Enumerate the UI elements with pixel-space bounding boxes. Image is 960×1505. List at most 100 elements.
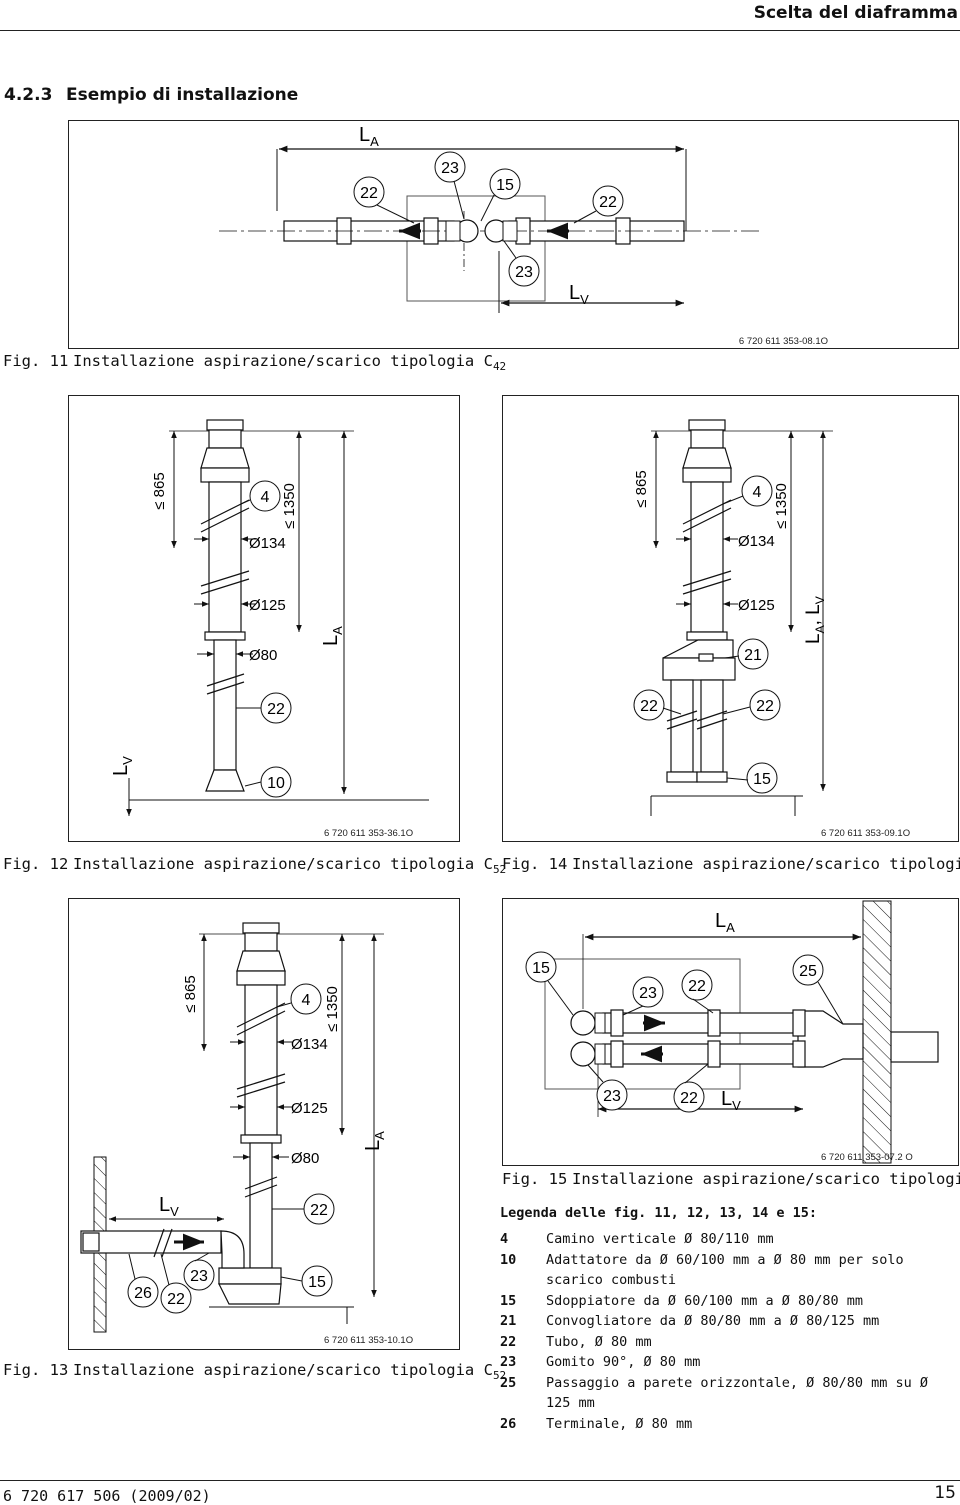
page-number: 15 <box>934 1483 956 1503</box>
fig14-callout-22a: 22 <box>640 698 658 715</box>
fig12-callout-4: 4 <box>261 489 270 506</box>
legend-item-text: Gomito 90°, Ø 80 mm <box>546 1354 701 1370</box>
section-heading: 4.2.3 Esempio di installazione <box>4 85 298 105</box>
fig13-dim-d134: Ø134 <box>291 1036 328 1053</box>
legend-item-text: Tubo, Ø 80 mm <box>546 1333 652 1350</box>
figure-14-box: 4 21 22 22 15 ≤ 865 ≤ 1350 Ø134 Ø125 LA,… <box>502 395 959 842</box>
legend-item-number: 10 <box>500 1251 517 1268</box>
fig12-caption-label: Fig. 12 <box>3 855 69 873</box>
legend-item-text: Convogliatore da Ø 80/80 mm a Ø 80/125 m… <box>546 1313 880 1329</box>
fig15-callout-25: 25 <box>799 963 817 980</box>
fig14-drawing-code: 6 720 611 353-09.1O <box>821 828 911 839</box>
fig11-caption-sub: 42 <box>492 360 507 374</box>
figure-14-drawing: 4 21 22 22 15 ≤ 865 ≤ 1350 Ø134 Ø125 LA,… <box>633 419 833 816</box>
fig12-dim-865: ≤ 865 <box>151 472 168 509</box>
legend-item: 15 Sdoppiatore da Ø 60/100 mm a Ø 80/80 m… <box>500 1291 958 1312</box>
legend-item: 22 Tubo, Ø 80 mm <box>500 1332 958 1353</box>
section-number: 4.2.3 <box>4 85 53 105</box>
legend-item-text: Adattatore da Ø 60/100 mm a Ø 80 mm per … <box>546 1251 904 1289</box>
legend-item-number: 22 <box>500 1333 517 1350</box>
fig14-callout-15: 15 <box>753 771 771 788</box>
fig14-caption-label: Fig. 14 <box>502 855 568 873</box>
fig14-callout-22b: 22 <box>756 698 774 715</box>
fig11-callout-15: 15 <box>496 177 514 194</box>
section-title: Esempio di installazione <box>66 85 299 105</box>
fig11-la-label: LA <box>359 124 379 149</box>
fig13-la-label: LA <box>362 1131 387 1151</box>
fig14-dim-1350: ≤ 1350 <box>773 483 790 529</box>
fig13-dim-d80: Ø80 <box>291 1150 319 1167</box>
legend-item-number: 23 <box>500 1354 517 1370</box>
legend-item: 21 Convogliatore da Ø 80/80 mm a Ø 80/125… <box>500 1311 958 1332</box>
fig15-caption-text: Installazione aspirazione/scarico tipolo… <box>572 1170 960 1188</box>
fig13-dim-1350: ≤ 1350 <box>324 986 341 1032</box>
fig15-callout-22b: 22 <box>680 1090 698 1107</box>
fig12-la-label: LA <box>320 626 345 646</box>
fig13-callout-23: 23 <box>190 1268 208 1285</box>
fig12-caption-text: Installazione aspirazione/scarico tipolo… <box>73 855 493 873</box>
figure-11-drawing: LA LV 22 23 <box>219 124 759 313</box>
fig13-lv-label: LV <box>159 1194 179 1219</box>
fig13-drawing-code: 6 720 611 353-10.1O <box>324 1335 414 1346</box>
legend-item: 4 Camino verticale Ø 80/110 mm <box>500 1229 958 1250</box>
legend-item-number: 15 <box>500 1292 517 1309</box>
legend-item-text: Passaggio a parete orizzontale, Ø 80/80 … <box>546 1374 929 1412</box>
fig15-callout-22a: 22 <box>688 978 706 995</box>
legend: Legenda delle fig. 11, 12, 13, 14 e 15: … <box>500 1205 958 1434</box>
fig14-la-lv-label: LA, LV <box>803 596 827 644</box>
figure-13-drawing: 4 22 15 26 22 23 ≤ 865 ≤ 1350 Ø134 Ø125 … <box>80 922 387 1333</box>
fig14-callout-21: 21 <box>744 647 762 664</box>
fig12-lv-label: LV <box>110 756 135 776</box>
fig14-dim-865: ≤ 865 <box>633 470 650 507</box>
fig15-lv-label: LV <box>721 1088 741 1113</box>
fig15-drawing-code: 6 720 611 353-07.2 O <box>821 1152 913 1163</box>
fig12-dim-1350: ≤ 1350 <box>281 483 298 529</box>
fig13-caption-text: Installazione aspirazione/scarico tipolo… <box>73 1361 493 1379</box>
fig13-caption-label: Fig. 13 <box>3 1361 69 1379</box>
fig12-callout-22: 22 <box>267 701 285 718</box>
running-header-title: Scelta del diaframma <box>753 3 958 23</box>
figure-15-drawing: 15 23 22 25 23 22 LA LV <box>525 900 939 1164</box>
legend-item-text: Sdoppiatore da Ø 60/100 mm a Ø 80/80 mm <box>546 1292 863 1309</box>
legend-item-number: 26 <box>500 1415 517 1432</box>
legend-item-text: Terminale, Ø 80 mm <box>546 1415 693 1432</box>
legend-item: 10 Adattatore da Ø 60/100 mm a Ø 80 mm pe… <box>500 1250 958 1291</box>
fig11-callout-22b: 22 <box>599 194 617 211</box>
figure-11-box: LA LV 22 23 <box>68 120 959 349</box>
legend-item-number: 21 <box>500 1313 517 1329</box>
fig14-caption-text: Installazione aspirazione/scarico tipolo… <box>572 855 960 873</box>
fig14-dim-d125: Ø125 <box>738 597 775 614</box>
legend-item-number: 4 <box>500 1231 509 1247</box>
fig13-caption-sub: 52 <box>492 1369 507 1383</box>
fig15-callout-23a: 23 <box>639 985 657 1002</box>
figure-12-box: 4 22 10 ≤ 865 ≤ 1350 Ø134 Ø125 Ø80 LA LV… <box>68 395 460 842</box>
figure-12-drawing: 4 22 10 ≤ 865 ≤ 1350 Ø134 Ø125 Ø80 LA LV <box>110 419 429 816</box>
legend-item-text: Camino verticale Ø 80/110 mm <box>546 1231 774 1247</box>
legend-item: 26 Terminale, Ø 80 mm <box>500 1414 958 1435</box>
fig15-la-label: LA <box>715 910 735 935</box>
fig13-dim-d125: Ø125 <box>291 1100 328 1117</box>
legend-title: Legenda delle fig. 11, 12, 13, 14 e 15: <box>500 1205 817 1221</box>
fig13-dim-865: ≤ 865 <box>182 975 199 1012</box>
fig13-callout-22b: 22 <box>167 1291 185 1308</box>
figure-13-box: 4 22 15 26 22 23 ≤ 865 ≤ 1350 Ø134 Ø125 … <box>68 898 460 1350</box>
legend-item: 23 Gomito 90°, Ø 80 mm <box>500 1352 958 1373</box>
fig14-dim-d134: Ø134 <box>738 533 775 550</box>
fig11-callout-23a: 23 <box>441 160 459 177</box>
footer-rule <box>0 1480 960 1481</box>
fig13-callout-22a: 22 <box>310 1202 328 1219</box>
fig11-caption-label: Fig. 11 <box>3 352 69 370</box>
fig11-lv-label: LV <box>569 282 589 307</box>
fig11-callout-23b: 23 <box>515 264 533 281</box>
fig15-callout-15: 15 <box>532 960 550 977</box>
fig12-dim-d125: Ø125 <box>249 597 286 614</box>
fig14-callout-4: 4 <box>753 484 762 501</box>
header-rule <box>0 30 960 31</box>
fig13-callout-26: 26 <box>134 1285 152 1302</box>
footer-document-code: 6 720 617 506 (2009/02) <box>3 1487 211 1505</box>
fig12-dim-d80: Ø80 <box>249 647 277 664</box>
